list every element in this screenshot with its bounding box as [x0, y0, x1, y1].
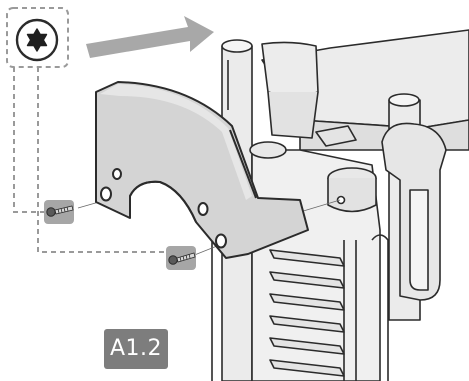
torx-star-bit-icon	[17, 20, 57, 60]
step-label-badge: A1.2	[104, 329, 168, 369]
screw-icon	[44, 200, 74, 224]
screw-icon	[166, 246, 196, 270]
arrow-right-icon	[86, 16, 214, 58]
